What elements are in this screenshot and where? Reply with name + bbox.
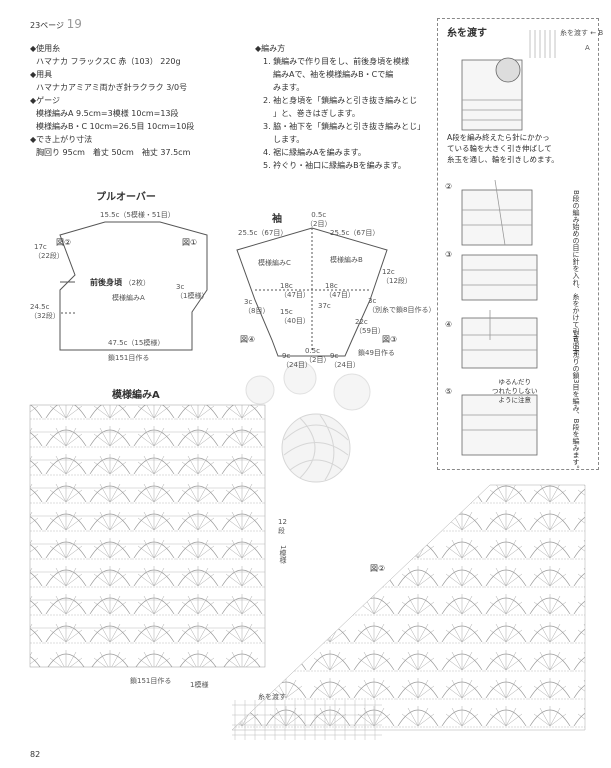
tip-step3-side: 立ち上がりの鎖3目を編み、B段を編みます。 <box>572 330 580 473</box>
sleeve-side: 12c（12段） <box>382 268 412 285</box>
tip-step2-side: B段の編み始めの目に針を入れ、糸をかけて引き出す。 <box>572 190 580 363</box>
pullover-body-outline <box>59 221 208 351</box>
tip-legend-b: 糸を渡す ← B <box>560 29 604 37</box>
sleeve-3c: 3c（8目） <box>244 298 270 315</box>
pullover-bottom-dim: 47.5c（15模様） <box>108 339 165 347</box>
method-step: みます。 <box>273 83 305 92</box>
sleeve-pattern-b: 模様編みB <box>330 256 363 264</box>
sleeve-15c: 15c（40目） <box>280 308 310 325</box>
method-step: 2. 袖と身頃を「鎖編みと引き抜き編みとじ <box>263 96 418 105</box>
method-step: します。 <box>273 135 305 144</box>
pullover-small-dim: 3c（1模様） <box>176 283 209 300</box>
sleeve-title: 袖 <box>272 214 282 225</box>
method-step: 5. 衿ぐり・袖口に縁編みBを編みます。 <box>263 161 406 170</box>
tip-step1-text: A段を編み終えたら針にかかっ ている輪を大きく引き伸ばして 糸玉を通し、輪を引き… <box>447 133 559 164</box>
sleeve-22c: 22c（59目） <box>355 318 385 335</box>
chart-a-repeat-bottom: 1模様 <box>190 681 209 689</box>
method-step: 3. 脇・袖下を「鎖編みと引き抜き編みとじ」 <box>263 122 426 131</box>
chart-a-chain: 鎖151目作る <box>130 677 172 685</box>
pullover-title: プルオーバー <box>96 192 156 203</box>
tip-title: 糸を渡す <box>447 28 487 39</box>
size-value: 胸回り 95cm 着丈 50cm 袖丈 37.5cm <box>36 148 191 157</box>
sleeve-mid-left: 18c（47目） <box>280 282 310 299</box>
method-step: 編みAで、袖を模様編みB・Cで編 <box>273 70 394 79</box>
tip-legend-a: A <box>585 44 590 52</box>
page-number: 82 <box>30 750 41 759</box>
tools-value: ハマナカアミアミ両かぎ針ラクラク 3/0号 <box>36 83 188 92</box>
page-header: 23ページ 19 <box>30 18 82 32</box>
pullover-fig2: 図② <box>56 238 72 247</box>
page-ref: 23ページ <box>30 21 65 30</box>
method: ◆編み方 1. 鎖編みで作り目をし、前後身頃を模様 編みAで、袖を模様編みB・C… <box>255 44 426 170</box>
method-step: 1. 鎖編みで作り目をし、前後身頃を模様 <box>263 57 410 66</box>
method-step: 4. 裾に縁編みAを編みます。 <box>263 148 366 157</box>
watermark-yarn-ball <box>245 361 371 483</box>
chart-a-repeat: 1模様 <box>279 545 287 564</box>
method-title: 編み方 <box>261 44 286 53</box>
tip-illustrations <box>461 57 538 456</box>
pullover-side-b: 24.5c（32段） <box>30 303 60 320</box>
pullover-chain: 鎖151目作る <box>108 354 150 362</box>
tip-legend-chart <box>529 30 556 58</box>
tip-step-5: ⑤ <box>445 387 453 396</box>
sleeve-right-3c: 3c（別糸で鎖8目作る） <box>368 297 436 314</box>
chart-a-title: 模様編みA <box>112 390 160 401</box>
yarn-title: 使用糸 <box>36 44 61 53</box>
sleeve-outline <box>236 227 388 357</box>
pullover-side-a: 17c（22段） <box>34 243 64 260</box>
sleeve-b9r: 9c（24目） <box>330 352 360 369</box>
yarn-value: ハマナカ フラックスC 赤（103） 220g <box>36 57 181 66</box>
chart-fig2-tip: 糸を渡す <box>258 693 286 701</box>
pullover-top-dim: 15.5c（5模様・51目） <box>100 211 175 219</box>
sleeve-mid-right: 18c（47目） <box>325 282 355 299</box>
pattern-number: 19 <box>66 17 82 31</box>
sleeve-37c: 37c <box>318 302 331 310</box>
sleeve-left-dim: 25.5c（67目） <box>238 229 288 237</box>
pullover-fig1: 図① <box>182 238 198 247</box>
pullover-body-label: 前後身頃 （2枚） <box>90 278 151 287</box>
chart-a-area <box>29 404 266 668</box>
size-title: でき上がり寸法 <box>36 135 93 144</box>
tip-step-4: ④ <box>445 320 453 329</box>
pullover-body-pattern: 模様編みA <box>112 294 145 302</box>
chart-fig2-label: 図② <box>370 564 386 573</box>
sleeve-top: 0.5c（2目） <box>306 211 332 228</box>
sleeve-pattern-c: 模様編みC <box>258 259 291 267</box>
gauge-title: ゲージ <box>36 96 60 105</box>
tip-step-3: ③ <box>445 250 453 259</box>
sleeve-chain: 鎖49目作る <box>358 349 395 357</box>
gauge-bc: 模様編みB・C 10cm=26.5目 10cm=10段 <box>36 122 195 131</box>
tip-box <box>437 18 599 470</box>
sleeve-b9: 9c（24目） <box>282 352 312 369</box>
materials: ◆使用糸 ハマナカ フラックスC 赤（103） 220g ◆用具 ハマナカアミア… <box>30 44 195 157</box>
sleeve-fig4: 図④ <box>240 335 256 344</box>
chart-fig2-area <box>231 484 586 731</box>
tools-title: 用具 <box>36 70 53 79</box>
tip-step5-note: ゆるんだり つれたりしない ように注意 <box>492 378 538 404</box>
method-step: 」と、巻きはぎします。 <box>273 109 360 118</box>
sleeve-right-dim: 25.5c（67目） <box>330 229 380 237</box>
sleeve-b05: 0.5c（2目） <box>305 347 331 364</box>
sleeve-fig3: 図③ <box>382 335 398 344</box>
tip-step-2: ② <box>445 182 453 191</box>
gauge-a: 模様編みA 9.5cm=3模様 10cm=13段 <box>36 109 179 118</box>
